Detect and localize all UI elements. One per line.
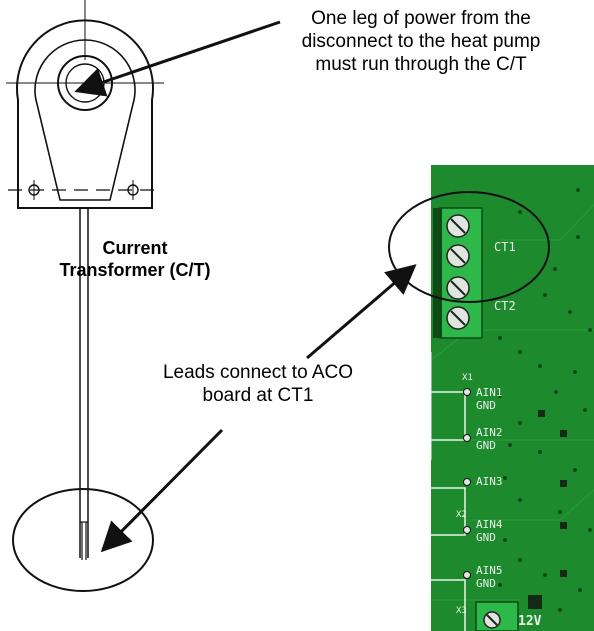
board-label-ain3: AIN3 — [476, 475, 503, 488]
board-label-ain4: AIN4 — [476, 518, 503, 531]
leads-label-line: board at CT1 — [202, 384, 314, 406]
ct-label-line: Current — [102, 238, 168, 258]
power-12v-connector — [475, 601, 519, 631]
terminal-screw — [446, 214, 470, 238]
arrow-to-lead-end — [100, 428, 224, 553]
terminal-screw — [446, 244, 470, 268]
arrow-to-ct-aperture — [74, 20, 281, 97]
ct-terminal-block — [433, 207, 483, 339]
board-label-ct2: CT2 — [494, 299, 516, 313]
callout-line: disconnect to the heat pump — [301, 30, 541, 52]
callout-power-leg-note: One leg of power from the disconnect to … — [262, 8, 580, 76]
current-transformer-label: Current Transformer (C/T) — [30, 238, 240, 281]
ct1-highlight-ellipse — [388, 191, 550, 303]
board-label-12v: 12V — [518, 614, 542, 629]
board-label-x3: X3 — [456, 606, 467, 616]
lead-end-highlight-ellipse — [12, 488, 154, 592]
board-label-x1: X1 — [462, 373, 473, 383]
arrow-to-ct1-terminal — [306, 264, 417, 360]
board-label-ain5: AIN5 — [476, 564, 503, 577]
board-label-gnd2: GND — [476, 439, 496, 452]
callout-arrows — [74, 20, 417, 553]
terminal-screw — [446, 306, 470, 330]
board-label-ain1: AIN1 — [476, 386, 503, 399]
board-label-ct1: CT1 — [494, 240, 516, 254]
ct-outer-shell — [16, 19, 154, 209]
callout-line: must run through the C/T — [315, 53, 527, 75]
ct-inner-teardrop — [34, 39, 136, 201]
leads-label-line: Leads connect to ACO — [162, 362, 354, 383]
ct-label-line: Transformer (C/T) — [59, 259, 211, 280]
board-label-ain2: AIN2 — [476, 426, 503, 439]
board-label-gnd5: GND — [476, 577, 496, 590]
board-label-gnd1: GND — [476, 399, 496, 412]
aco-board: CT1 CT2 X1 X2 X3 AIN1 GND AIN2 GND AIN3 … — [430, 165, 594, 631]
board-label-gnd4: GND — [476, 531, 496, 544]
callout-line: One leg of power from the — [311, 8, 531, 29]
terminal-screw — [446, 276, 470, 300]
leads-connect-note: Leads connect to ACO board at CT1 — [148, 362, 368, 408]
board-label-x2: X2 — [456, 510, 467, 520]
